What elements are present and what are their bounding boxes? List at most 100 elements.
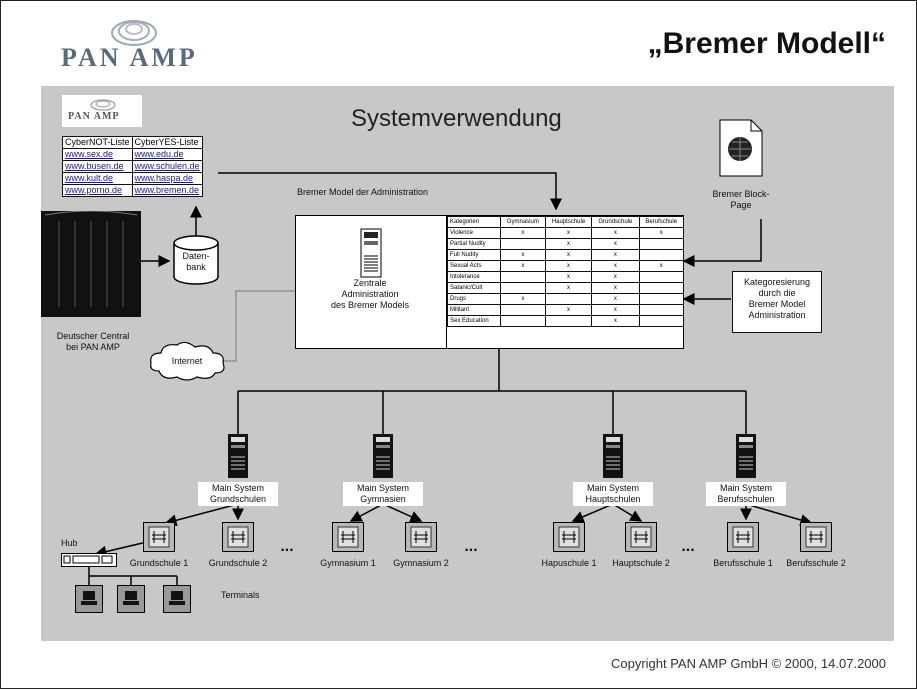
kat-cell: x xyxy=(591,227,640,239)
slide-title: „Bremer Modell“ xyxy=(647,27,886,60)
kat-cell: x xyxy=(499,293,546,305)
main-system-server-icon xyxy=(228,434,248,478)
ellipsis-3: ... xyxy=(681,538,695,555)
block-page-icon xyxy=(719,119,763,177)
school-network-icon xyxy=(553,522,585,552)
kat-cell: x xyxy=(591,304,640,316)
kat-cell xyxy=(638,238,685,250)
cyber-yes-link[interactable]: www.haspa.de xyxy=(131,172,203,185)
kat-category: Sex Education xyxy=(447,315,501,327)
kat-cell xyxy=(638,249,685,261)
server-tower-icon xyxy=(360,228,382,278)
main-system-label: Main System Gymnasien xyxy=(343,482,423,506)
school-label: Hauptschule 2 xyxy=(612,558,670,568)
cyber-yes-link[interactable]: www.schulen.de xyxy=(131,160,203,173)
kat-cell: x xyxy=(591,282,640,294)
kat-row: Sex Education x xyxy=(447,315,685,327)
kat-cell: x xyxy=(544,304,593,316)
kat-cell: x xyxy=(544,238,593,250)
school-label: Grundschule 1 xyxy=(129,558,189,568)
kat-cell: x xyxy=(544,260,593,272)
kat-cell xyxy=(638,304,685,316)
ellipsis-2: ... xyxy=(464,538,478,555)
school-network-icon xyxy=(143,522,175,552)
cyber-not-link[interactable]: www.porno.de xyxy=(62,184,133,197)
school-label: Grundschule 2 xyxy=(208,558,268,568)
main-system-label: Main System Grundschulen xyxy=(198,482,278,506)
kat-category: Sexual Acts xyxy=(447,260,501,272)
kat-header: Grundschule xyxy=(591,216,640,228)
kategorisierung-label: Kategoresierung durch die Bremer Model A… xyxy=(743,277,811,320)
cyber-yes-link[interactable]: www.bremen.de xyxy=(131,184,203,197)
school-label: Hapuschule 1 xyxy=(541,558,597,568)
kategorien-table-wrap: Kategorien Gymnasium Hauptschule Grundsc… xyxy=(446,216,685,348)
kat-header: Kategorien xyxy=(447,216,501,228)
kat-cell: x xyxy=(638,260,685,272)
admin-box: Zentrale Administration des Bremer Model… xyxy=(295,215,685,349)
kat-cell: x xyxy=(638,227,685,239)
kat-cell: x xyxy=(591,249,640,261)
kat-cell xyxy=(499,271,546,283)
kat-category: Intolerance xyxy=(447,271,501,283)
database-label: Daten- bank xyxy=(182,251,210,272)
school-label: Berufsschule 2 xyxy=(786,558,846,568)
cyber-header-yes: CyberYES-Liste xyxy=(131,136,203,149)
kategorien-table: Kategorien Gymnasium Hauptschule Grundsc… xyxy=(447,216,685,327)
zentrale-label: Zentrale Administration des Bremer Model… xyxy=(330,278,410,310)
cyber-not-link[interactable]: www.busen.de xyxy=(62,160,133,173)
kat-cell: x xyxy=(544,282,593,294)
kat-cell xyxy=(499,304,546,316)
kat-cell xyxy=(544,315,593,327)
kat-category: Partial Nudity xyxy=(447,238,501,250)
cyber-not-link[interactable]: www.kult.de xyxy=(62,172,133,185)
cyber-list-table: CyberNOT-Liste CyberYES-Liste www.sex.de… xyxy=(62,136,203,197)
kat-cell: x xyxy=(591,315,640,327)
school-network-icon xyxy=(625,522,657,552)
central-label: Deutscher Central bei PAN AMP xyxy=(56,331,130,352)
school-network-icon xyxy=(800,522,832,552)
kat-cell: x xyxy=(499,249,546,261)
kat-cell xyxy=(638,315,685,327)
kat-cell: x xyxy=(591,293,640,305)
kategorisierung-box xyxy=(732,271,822,333)
mini-swirl-icon xyxy=(90,99,116,111)
internet-cloud-icon xyxy=(150,341,225,381)
terminals-label: Terminals xyxy=(221,590,260,600)
kat-cell xyxy=(544,293,593,305)
admin-caption: Bremer Model der Administration xyxy=(297,187,429,197)
kat-cell xyxy=(638,271,685,283)
hub-icon xyxy=(61,553,117,567)
pan-amp-logo: PAN AMP xyxy=(61,43,198,72)
main-system-label: Main System Hauptschulen xyxy=(573,482,653,506)
kat-header: Hauptschule xyxy=(544,216,593,228)
terminal-icon xyxy=(163,585,191,613)
mini-logo-text: PAN AMP xyxy=(68,111,120,122)
copyright: Copyright PAN AMP GmbH © 2000, 14.07.200… xyxy=(610,656,886,671)
cyber-not-link[interactable]: www.sex.de xyxy=(62,148,133,161)
kat-category: Full Nudity xyxy=(447,249,501,261)
terminal-icon xyxy=(75,585,103,613)
logo-swirl-icon xyxy=(111,20,157,46)
kat-cell: x xyxy=(499,260,546,272)
school-network-icon xyxy=(727,522,759,552)
kat-cell xyxy=(638,293,685,305)
kat-cell: x xyxy=(499,227,546,239)
kat-category: Satanic/Cult xyxy=(447,282,501,294)
database-icon xyxy=(173,235,219,285)
terminal-icon xyxy=(117,585,145,613)
kat-cell xyxy=(638,282,685,294)
kat-cell: x xyxy=(591,260,640,272)
main-system-server-icon xyxy=(736,434,756,478)
cyber-yes-link[interactable]: www.edu.de xyxy=(131,148,203,161)
kat-cell: x xyxy=(591,271,640,283)
block-page-label: Bremer Block- Page xyxy=(712,189,770,210)
